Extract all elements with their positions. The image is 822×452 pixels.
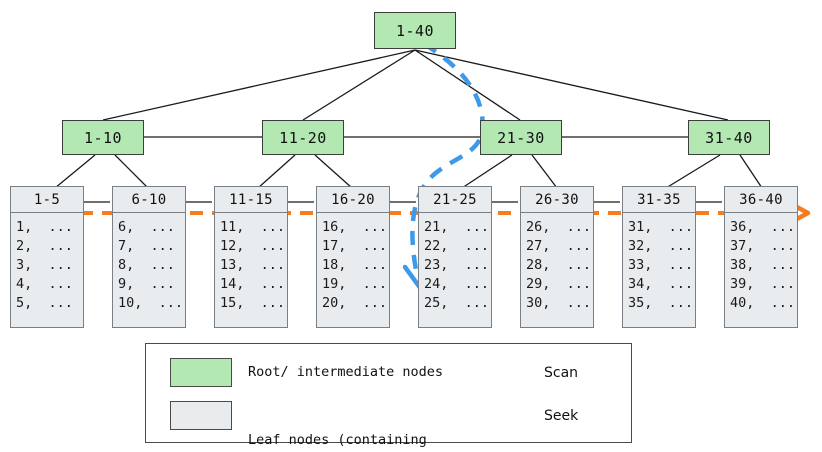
- leaf-header: 6-10: [113, 187, 185, 213]
- root-to-intermediate-edges: [102, 49, 729, 121]
- leaf-row: 27, ...: [526, 238, 592, 254]
- leaf-header: 1-5: [11, 187, 83, 213]
- leaf-row: 19, ...: [322, 276, 388, 292]
- leaf-row: 16, ...: [322, 219, 388, 235]
- leaf-header: 26-30: [521, 187, 593, 213]
- edge-root-21-30: [414, 49, 521, 121]
- leaf-row: 13, ...: [220, 257, 286, 273]
- leaf-row: 8, ...: [118, 257, 175, 273]
- legend-label-scan: Scan: [544, 365, 579, 381]
- intermediate-node-11-20[interactable]: 11-20: [262, 120, 344, 155]
- leaf-rows: 26, ... 27, ... 28, ... 29, ... 30, ...: [521, 213, 593, 327]
- leaf-row: 12, ...: [220, 238, 286, 254]
- leaf-row: 38, ...: [730, 257, 796, 273]
- leaf-row: 34, ...: [628, 276, 694, 292]
- leaf-node-16-20[interactable]: 16-20 16, ... 17, ... 18, ... 19, ... 20…: [316, 186, 390, 328]
- legend-label-seek: Seek: [544, 408, 579, 424]
- intermediate-node-31-40[interactable]: 31-40: [688, 120, 770, 155]
- leaf-row: 17, ...: [322, 238, 388, 254]
- leaf-row: 26, ...: [526, 219, 592, 235]
- leaf-rows: 31, ... 32, ... 33, ... 34, ... 35, ...: [623, 213, 695, 327]
- leaf-row: 2, ...: [16, 238, 73, 254]
- leaf-row: 4, ...: [16, 276, 73, 292]
- leaf-row: 36, ...: [730, 219, 796, 235]
- edge-root-11-20: [302, 49, 416, 121]
- leaf-header: 21-25: [419, 187, 491, 213]
- intermediate-node-21-30[interactable]: 21-30: [480, 120, 562, 155]
- legend-label-green: Root/ intermediate nodes: [248, 364, 444, 380]
- leaf-row: 24, ...: [424, 276, 490, 292]
- intermediate-node-label: 31-40: [705, 128, 753, 147]
- leaf-row: 28, ...: [526, 257, 592, 273]
- leaf-row: 15, ...: [220, 295, 286, 311]
- leaf-row: 23, ...: [424, 257, 490, 273]
- leaf-row: 1, ...: [16, 219, 73, 235]
- intermediate-node-label: 1-10: [83, 128, 123, 147]
- leaf-row: 21, ...: [424, 219, 490, 235]
- legend-box: Root/ intermediate nodes Leaf nodes (con…: [145, 343, 632, 448]
- legend-swatch-green: [170, 358, 232, 387]
- intermediate-node-label: 11-20: [279, 128, 327, 147]
- leaf-header: 11-15: [215, 187, 287, 213]
- leaf-row: 20, ...: [322, 295, 388, 311]
- leaf-header: 16-20: [317, 187, 389, 213]
- leaf-row: 6, ...: [118, 219, 175, 235]
- leaf-row: 11, ...: [220, 219, 286, 235]
- leaf-rows: 21, ... 22, ... 23, ... 24, ... 25, ...: [419, 213, 491, 327]
- root-node-label: 1-40: [395, 21, 435, 40]
- intermediate-node-1-10[interactable]: 1-10: [62, 120, 144, 155]
- legend-swatch-grey: [170, 401, 232, 430]
- leaf-node-6-10[interactable]: 6-10 6, ... 7, ... 8, ... 9, ... 10, ...: [112, 186, 186, 328]
- leaf-row: 18, ...: [322, 257, 388, 273]
- leaf-node-31-35[interactable]: 31-35 31, ... 32, ... 33, ... 34, ... 35…: [622, 186, 696, 328]
- legend-label-grey: Leaf nodes (containing the table rows): [248, 398, 427, 452]
- leaf-row: 3, ...: [16, 257, 73, 273]
- leaf-rows: 36, ... 37, ... 38, ... 39, ... 40, ...: [725, 213, 797, 327]
- leaf-row: 31, ...: [628, 219, 694, 235]
- leaf-node-26-30[interactable]: 26-30 26, ... 27, ... 28, ... 29, ... 30…: [520, 186, 594, 328]
- leaf-row: 35, ...: [628, 295, 694, 311]
- leaf-node-21-25[interactable]: 21-25 21, ... 22, ... 23, ... 24, ... 25…: [418, 186, 492, 328]
- root-node[interactable]: 1-40: [374, 12, 456, 49]
- edge-root-1-10: [102, 49, 416, 121]
- legend-label-grey-line1: Leaf nodes (containing: [248, 432, 427, 448]
- leaf-row: 33, ...: [628, 257, 694, 273]
- leaf-row: 40, ...: [730, 295, 796, 311]
- leaf-row: 22, ...: [424, 238, 490, 254]
- leaf-row: 9, ...: [118, 276, 175, 292]
- intermediate-to-leaf-edges: [54, 154, 763, 189]
- leaf-row: 30, ...: [526, 295, 592, 311]
- leaf-rows: 6, ... 7, ... 8, ... 9, ... 10, ...: [113, 213, 185, 327]
- leaf-node-36-40[interactable]: 36-40 36, ... 37, ... 38, ... 39, ... 40…: [724, 186, 798, 328]
- leaf-rows: 11, ... 12, ... 13, ... 14, ... 15, ...: [215, 213, 287, 327]
- leaf-node-1-5[interactable]: 1-5 1, ... 2, ... 3, ... 4, ... 5, ...: [10, 186, 84, 328]
- leaf-rows: 1, ... 2, ... 3, ... 4, ... 5, ...: [11, 213, 83, 327]
- leaf-row: 5, ...: [16, 295, 73, 311]
- leaf-row: 14, ...: [220, 276, 286, 292]
- leaf-row: 7, ...: [118, 238, 175, 254]
- intermediate-node-label: 21-30: [497, 128, 545, 147]
- leaf-row: 37, ...: [730, 238, 796, 254]
- leaf-row: 10, ...: [118, 295, 184, 311]
- leaf-row: 29, ...: [526, 276, 592, 292]
- leaf-row: 32, ...: [628, 238, 694, 254]
- leaf-row: 39, ...: [730, 276, 796, 292]
- leaf-header: 36-40: [725, 187, 797, 213]
- leaf-rows: 16, ... 17, ... 18, ... 19, ... 20, ...: [317, 213, 389, 327]
- leaf-header: 31-35: [623, 187, 695, 213]
- leaf-row: 25, ...: [424, 295, 490, 311]
- edge-root-31-40: [414, 49, 729, 121]
- leaf-node-11-15[interactable]: 11-15 11, ... 12, ... 13, ... 14, ... 15…: [214, 186, 288, 328]
